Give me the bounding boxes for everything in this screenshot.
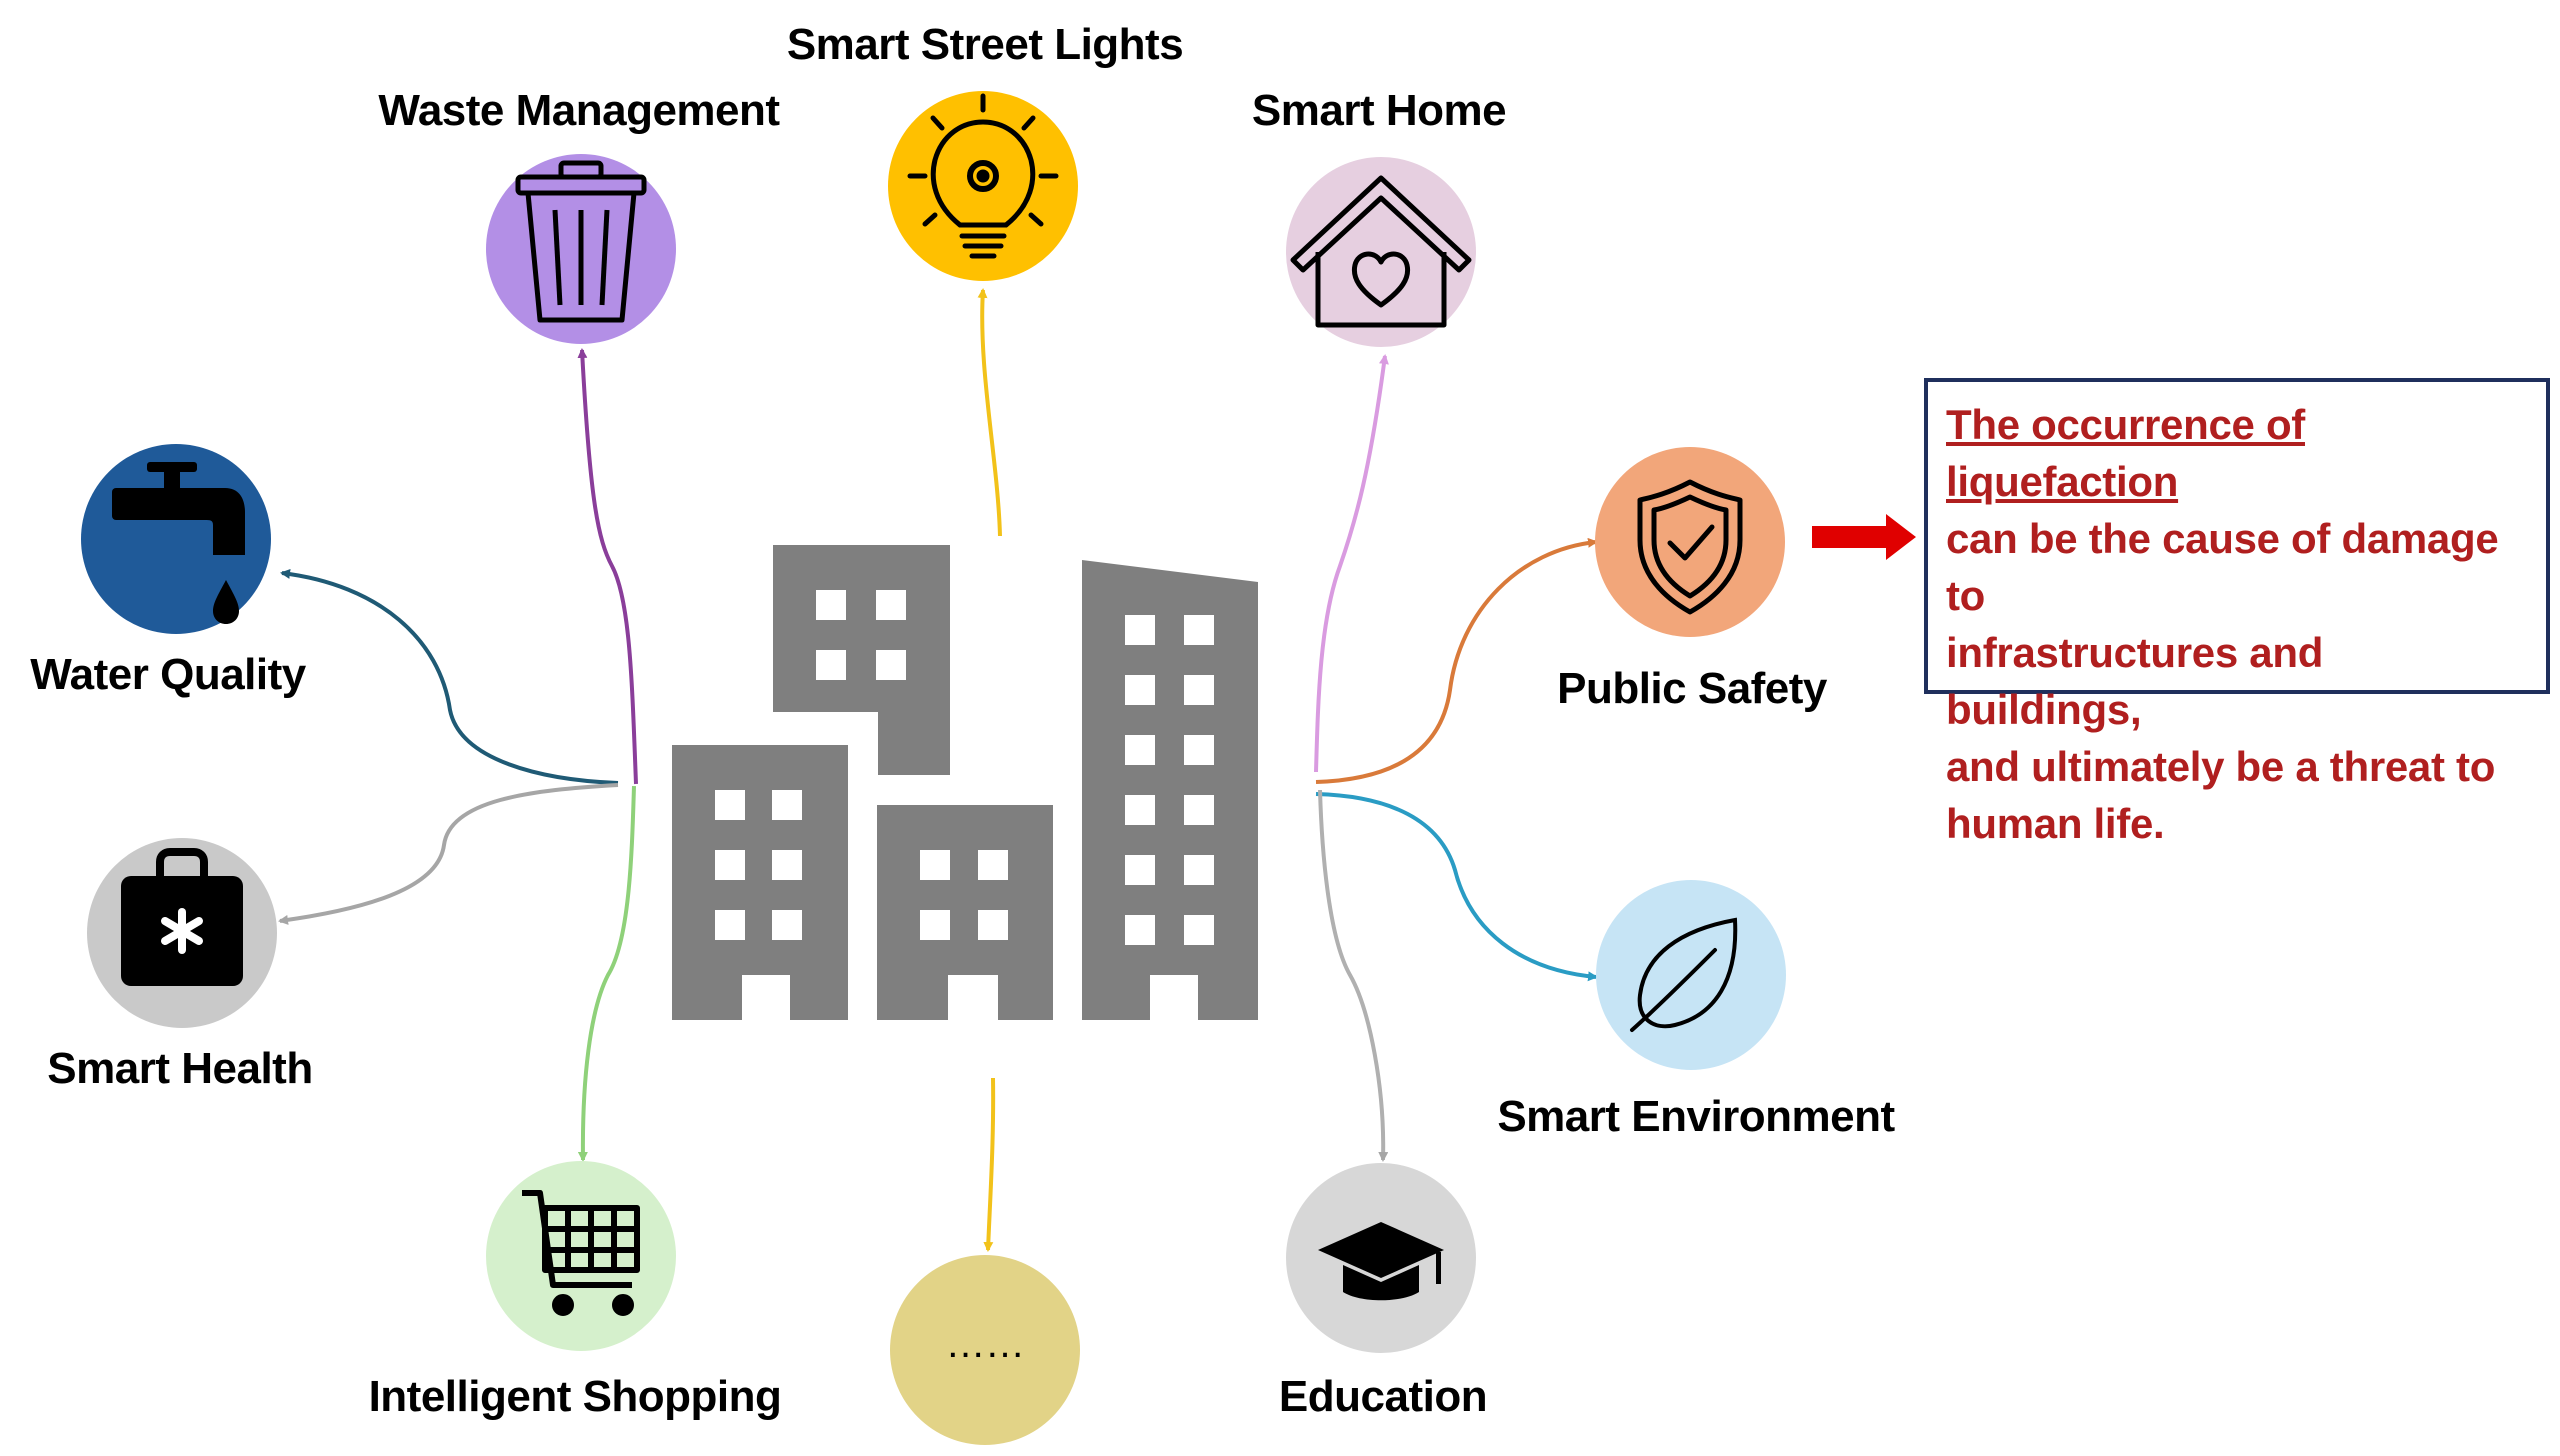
node-public-safety [1595,447,1785,637]
connector-more [983,1077,996,1252]
building-top-left [773,545,950,775]
connectors [278,288,1598,1252]
callout-line-4: and ultimately be a threat to [1946,743,2496,790]
connector-education [1318,789,1389,1162]
node-more [890,1255,1080,1445]
label-water-quality: Water Quality [30,650,306,699]
connector-water [280,569,619,785]
node-smart-health [87,838,277,1028]
label-more: …… [945,1322,1026,1366]
leaf-icon [1630,917,1738,1032]
label-education: Education [1278,1372,1488,1421]
connector-health [278,783,619,925]
node-smart-home [1286,157,1476,347]
shield-check-icon [1637,479,1743,615]
node-water-quality [81,444,271,634]
lightbulb-gear-icon [907,93,1059,259]
faucet-drop-icon [112,462,245,624]
label-waste-management: Waste Management [378,86,780,135]
node-smart-environment [1596,880,1786,1070]
node-waste-management [486,154,676,344]
building-right [1082,560,1258,1020]
medical-kit-icon [121,848,243,986]
building-middle [877,805,1053,1020]
callout-line-5: human life. [1946,800,2165,847]
liquefaction-callout: The occurrence of liquefaction can be th… [1924,378,2550,847]
connector-safety [1315,537,1598,784]
callout-line-3: infrastructures and buildings, [1946,629,2324,733]
label-smart-street-lights: Smart Street Lights [786,20,1184,69]
city-buildings-icon [672,545,1258,1020]
connector-environment [1315,792,1598,982]
trash-can-icon [515,160,647,323]
label-smart-health: Smart Health [47,1044,313,1093]
node-smart-street-lights [888,91,1078,281]
node-intelligent-shopping [486,1161,676,1351]
label-intelligent-shopping: Intelligent Shopping [368,1372,782,1421]
callout-line-1: The occurrence of liquefaction [1946,401,2305,505]
callout-line-2: can be the cause of damage to [1946,515,2499,619]
label-public-safety: Public Safety [1557,664,1827,713]
node-circle [1595,447,1785,637]
connector-waste [577,348,638,785]
connector-shopping [577,785,636,1162]
house-heart-icon [1290,175,1472,328]
graduation-cap-icon [1318,1222,1444,1301]
building-left [672,745,848,1020]
node-circle [1286,157,1476,347]
connector-home [1314,354,1389,773]
label-smart-environment: Smart Environment [1497,1092,1895,1141]
node-education [1286,1163,1476,1353]
node-circle [890,1255,1080,1445]
shopping-cart-icon [522,1190,640,1316]
red-arrow-icon [1812,514,1916,560]
node-circle [486,1161,676,1351]
label-smart-home: Smart Home [1251,86,1507,135]
connector-street-lights [977,288,1002,537]
